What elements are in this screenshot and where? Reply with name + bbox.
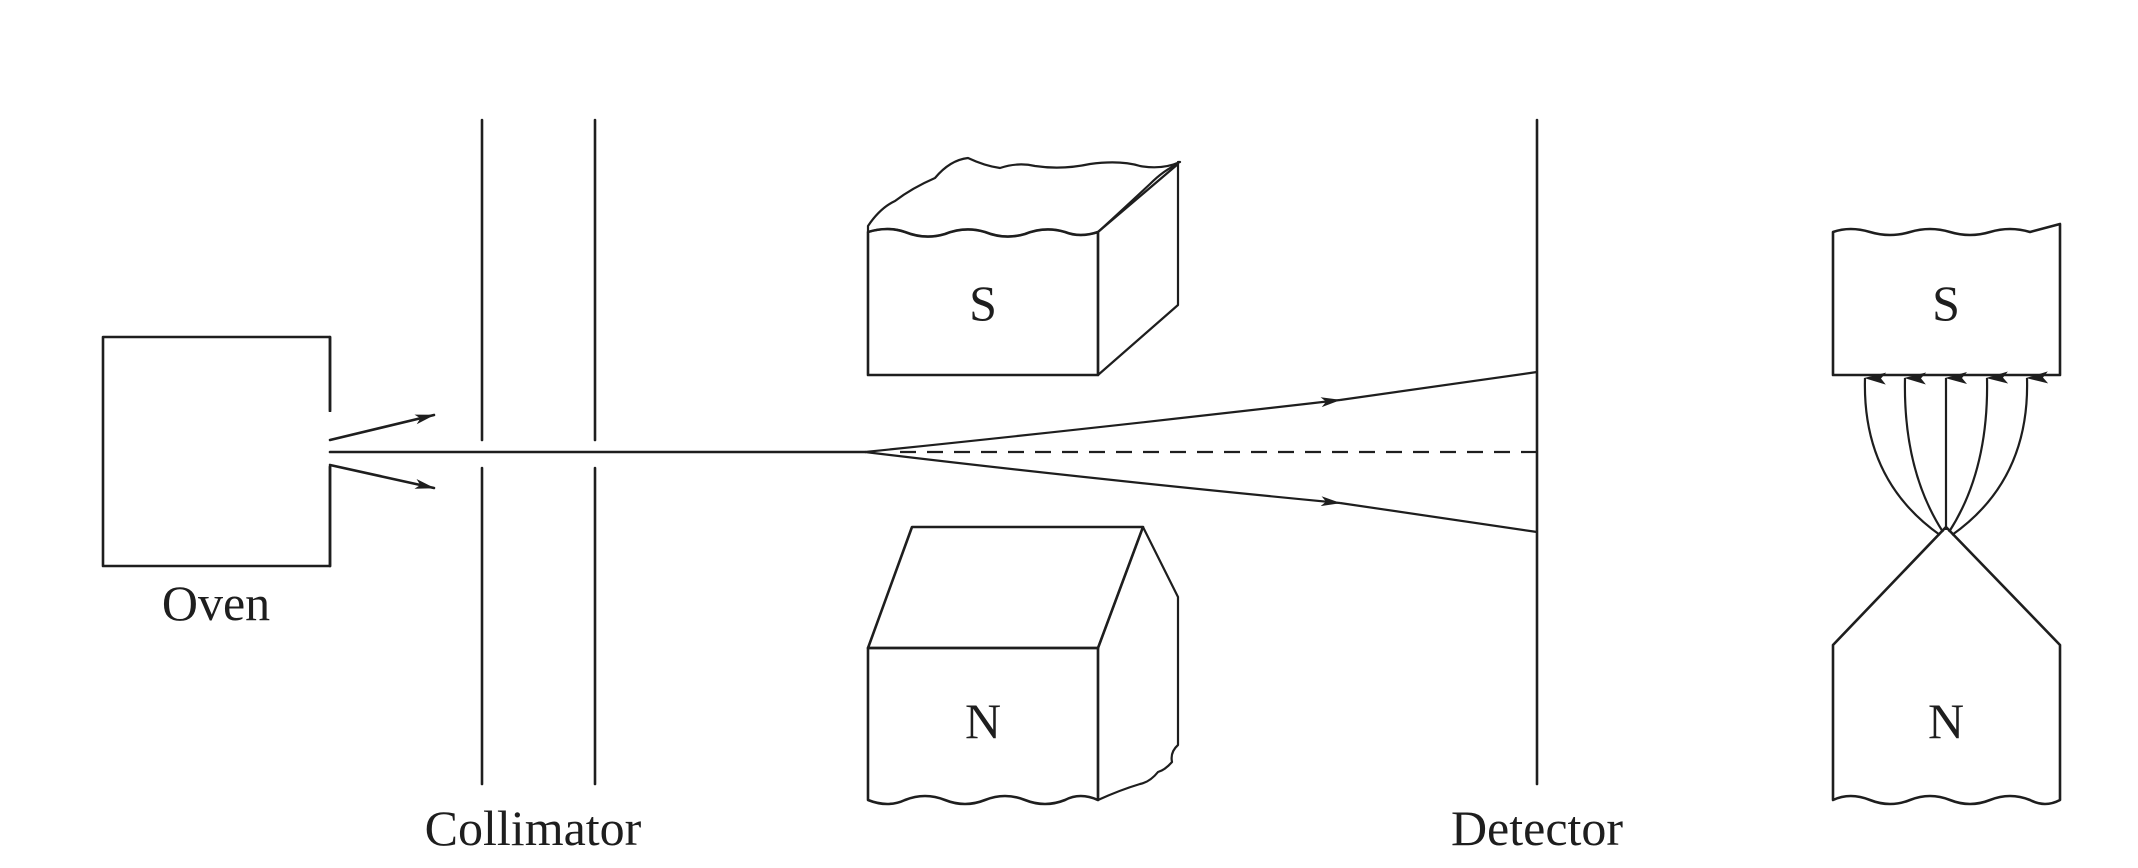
magnet-south-block: S: [866, 156, 1182, 377]
s-block-front-face: [866, 227, 1100, 377]
s-block-top-face: [866, 156, 1182, 238]
emission-arrow-down: [328, 463, 436, 490]
field-lines: [1863, 371, 2049, 536]
magnet-north-block: N: [866, 525, 1180, 806]
beam-deflected-up: [864, 397, 1341, 454]
oven-label: Oven: [162, 575, 270, 631]
cross-section-s-pole: [1831, 222, 2062, 377]
beam-deflected-up-tail: [1339, 370, 1538, 402]
n-block-label: N: [965, 693, 1001, 749]
field-line-5: [1951, 371, 2049, 536]
collimator-label: Collimator: [425, 800, 642, 856]
field-line-1: [1863, 372, 1941, 536]
detector: Detector: [1451, 118, 1623, 856]
oven-box: [101, 335, 332, 568]
field-line-2: [1903, 372, 1944, 533]
cross-section-s-label: S: [1932, 275, 1960, 331]
s-block-label: S: [969, 275, 997, 331]
n-block-front-face: [866, 646, 1100, 806]
emission-arrow-up: [328, 413, 436, 442]
cross-section-n-pole: [1831, 525, 2062, 806]
n-block-side-face: [1096, 525, 1180, 802]
field-line-4: [1948, 371, 2009, 533]
n-block-roof: [866, 525, 1145, 650]
cross-section-n-label: N: [1928, 693, 1964, 749]
oven-emission: [328, 413, 436, 490]
oven: Oven: [101, 335, 334, 631]
collimator: Collimator: [425, 118, 642, 856]
beam-deflected-down-tail: [1339, 501, 1538, 534]
magnet-cross-section: S N: [1831, 222, 2062, 806]
detector-label: Detector: [1451, 800, 1623, 856]
beam-deflected-down: [864, 450, 1341, 507]
atomic-beam: [328, 370, 1538, 534]
